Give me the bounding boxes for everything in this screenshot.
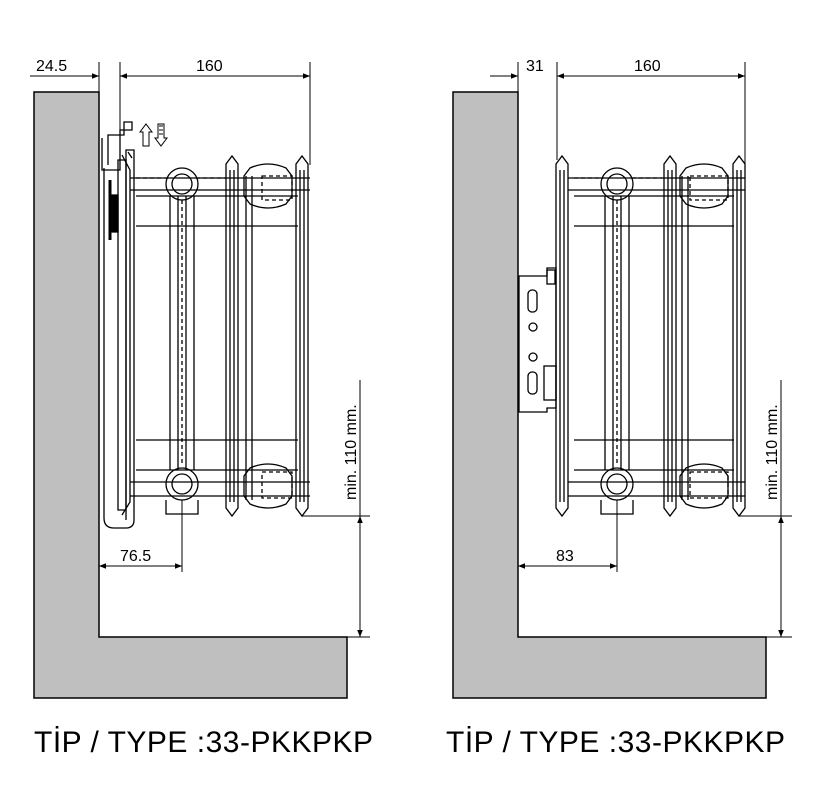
left-clearance-label: min. 110 mm. xyxy=(343,404,360,500)
right-type-caption: TİP / TYPE :33-PKKPKP xyxy=(446,726,786,759)
right-top-gap-label: 31 xyxy=(526,58,544,75)
adjust-arrows-icon xyxy=(139,123,168,147)
left-bottom-label: 76.5 xyxy=(120,548,151,565)
right-depth-label: 160 xyxy=(634,58,661,75)
wall-plate-bracket-icon xyxy=(518,267,557,413)
right-wall xyxy=(452,91,767,699)
right-diagram: 31 160 xyxy=(452,58,792,699)
right-bottom-label: 83 xyxy=(556,548,574,565)
left-type-caption: TİP / TYPE :33-PKKPKP xyxy=(34,726,374,759)
right-clearance-label: min. 110 mm. xyxy=(764,404,781,500)
right-radiator xyxy=(555,154,746,518)
left-depth-label: 160 xyxy=(196,58,223,75)
left-radiator xyxy=(117,154,310,518)
left-diagram: 24.5 160 xyxy=(30,58,370,699)
left-top-gap-label: 24.5 xyxy=(36,58,67,75)
